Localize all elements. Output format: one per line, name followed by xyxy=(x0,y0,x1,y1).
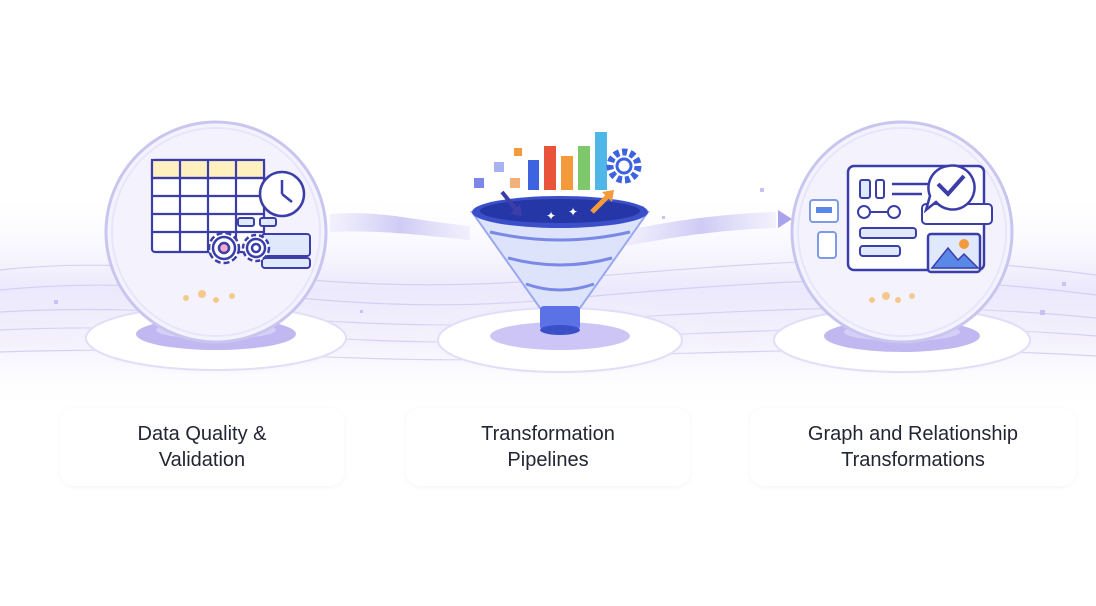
pedestal-top xyxy=(490,322,630,350)
step-label-pipelines: Transformation Pipelines xyxy=(481,423,615,471)
form-fields-icon xyxy=(237,217,311,269)
svg-text:✦: ✦ xyxy=(568,205,578,219)
bar-chart-icon xyxy=(474,132,607,190)
checkmark-bubble-icon xyxy=(923,164,976,214)
image-icon xyxy=(926,232,982,274)
data-quality-illustration xyxy=(85,120,347,371)
arrow-head-icon xyxy=(778,210,792,228)
clock-icon xyxy=(258,170,306,218)
step-graph-relationship xyxy=(752,108,1052,408)
gear-icon xyxy=(207,231,271,265)
step-label-graph: Graph and Relationship Transformations xyxy=(807,423,1019,471)
step-label-data-quality: Data Quality & Validation xyxy=(137,423,267,471)
gear-icon xyxy=(606,148,642,184)
caption-card-data-quality: Data Quality & Validation xyxy=(60,408,344,486)
connector-ribbon-2 xyxy=(626,212,776,246)
spreadsheet-grid-icon xyxy=(150,158,266,254)
caption-card-graph: Graph and Relationship Transformations xyxy=(750,408,1076,486)
graph-relationship-illustration xyxy=(773,120,1031,373)
caption-card-pipelines: Transformation Pipelines xyxy=(406,408,690,486)
glow-dots xyxy=(183,290,235,303)
side-card-icon xyxy=(809,199,839,259)
svg-text:✦: ✦ xyxy=(546,209,556,223)
connector-ribbon-1 xyxy=(330,213,470,240)
input-arrows-icon: ✦ ✦ xyxy=(500,190,614,223)
pipeline-illustration: ✦ ✦ xyxy=(437,132,683,373)
step-transformation-pipelines: ✦ ✦ xyxy=(410,108,710,408)
step-data-quality xyxy=(66,108,366,408)
glow-dots xyxy=(869,292,915,303)
